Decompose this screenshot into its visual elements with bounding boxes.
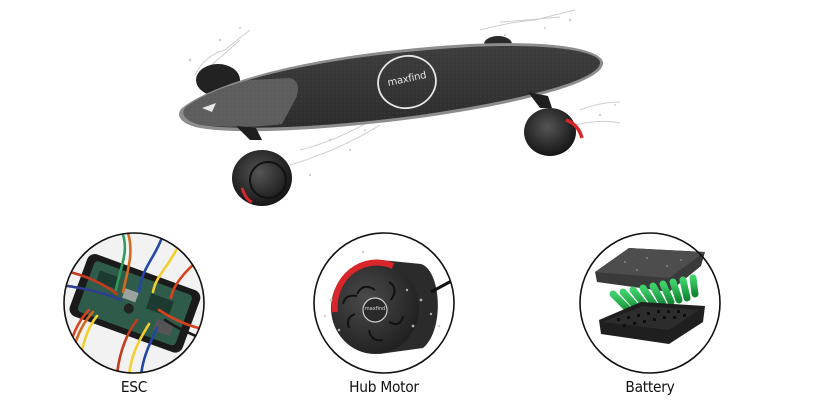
component-battery: Battery xyxy=(577,230,723,420)
rear-truck xyxy=(236,126,262,140)
rear-wheel xyxy=(232,150,292,206)
brand-logo xyxy=(377,54,437,110)
water-droplets xyxy=(188,18,616,177)
battery-pack-icon xyxy=(579,232,721,374)
component-esc: ESC xyxy=(61,230,207,420)
motor-logo-text: maxfind xyxy=(364,306,386,312)
circuit-board-icon xyxy=(63,232,205,374)
hub-motor-label: Hub Motor xyxy=(349,378,419,396)
battery-label: Battery xyxy=(625,378,675,396)
deck xyxy=(179,43,604,132)
hub-motor-icon xyxy=(313,232,455,374)
front-wheel xyxy=(524,108,584,156)
triangle-icon xyxy=(202,103,216,112)
front-truck xyxy=(528,92,552,108)
skateboard-image xyxy=(179,9,621,206)
esc-label: ESC xyxy=(120,378,148,396)
component-hub-motor: maxfind Hub Motor xyxy=(311,230,457,420)
